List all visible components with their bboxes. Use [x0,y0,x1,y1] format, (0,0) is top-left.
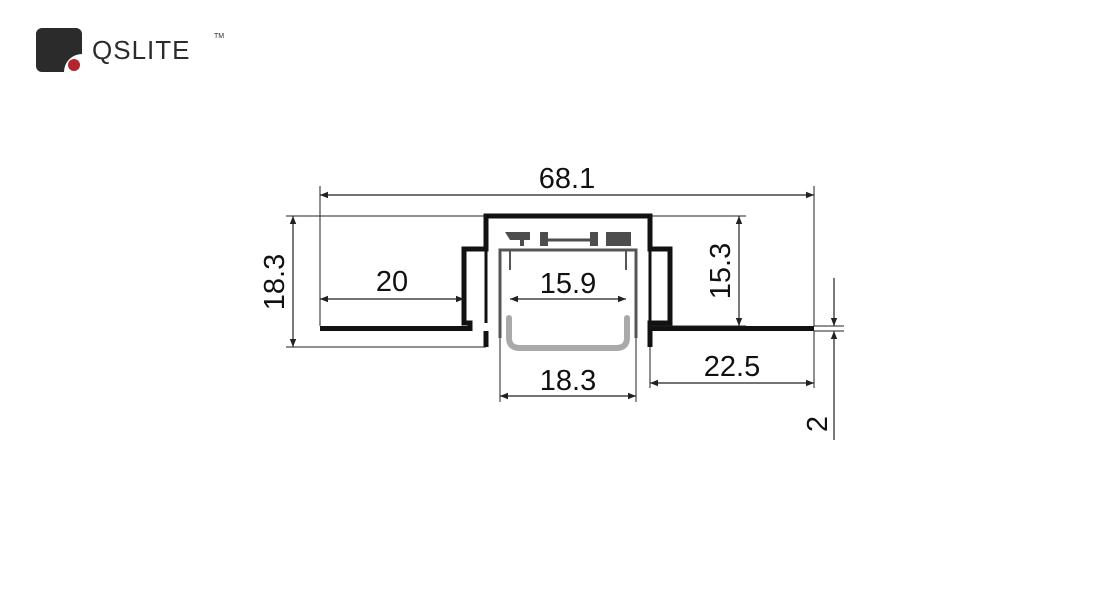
inner-insert [498,232,638,338]
qslite-logo-icon [36,28,82,72]
dim-left-flange: 20 [376,266,408,298]
dim-flange-thickness: 2 [802,416,834,432]
extension-lines [286,186,844,402]
dim-right-flange: 22.5 [704,351,760,383]
dimension-lines [289,191,838,440]
brand-logo: QSLITE TM [36,28,236,78]
dim-overall-width: 68.1 [539,163,595,195]
dim-channel-width: 18.3 [540,365,596,397]
brand-name: QSLITE [92,35,191,65]
dim-inner-channel-top: 15.9 [540,268,596,300]
dimension-labels: 68.1 18.3 20 15.9 15.3 18.3 22.5 2 [259,163,834,432]
aluminium-profile [320,213,814,347]
dim-channel-height: 15.3 [705,243,737,299]
brand-trademark: TM [214,33,225,40]
diffuser [506,315,630,351]
dim-overall-height: 18.3 [259,254,291,310]
